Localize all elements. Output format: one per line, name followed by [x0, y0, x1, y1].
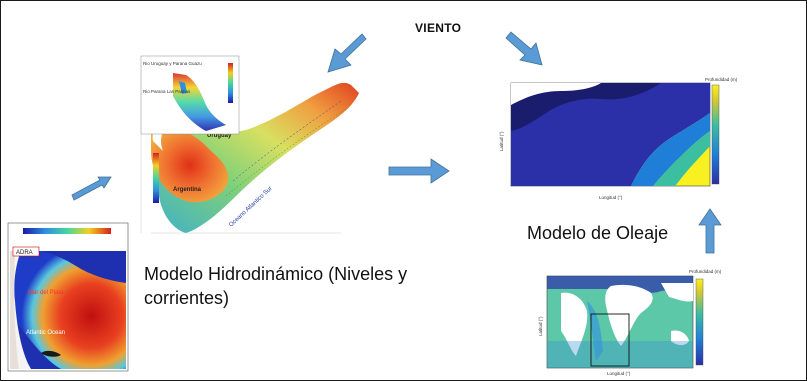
hydro-inset-colorbar: [228, 63, 233, 103]
arrow-left-to-hydro: [71, 176, 112, 201]
wave-map-colorbar: [711, 84, 720, 185]
arrow-wind-to-wave: [505, 31, 543, 66]
left-map-tag: ADRA: [16, 250, 33, 256]
wind-label: VIENTO: [415, 21, 462, 35]
global-map-colorbar: [695, 278, 704, 366]
left-map-place-atlantic: Atlantic Ocean: [26, 330, 65, 336]
global-xlabel: Longitud (°): [607, 371, 631, 376]
wave-model-map: Profundidad (m) Longitud (°) Latitud (°): [499, 77, 739, 200]
hydro-inset-label-2: Rio Parana Las Palmas: [143, 89, 191, 94]
hydro-inset-label-1: Rio Uruguay y Parana Guazu: [143, 61, 202, 66]
global-bathymetry-map: Profundidad (m) Longitud (°) Latitud (°): [538, 269, 727, 377]
wave-colorbar-title: Profundidad (m): [705, 77, 738, 82]
global-map-focus-box: [590, 313, 630, 367]
hydro-label-uruguay: Uruguay: [207, 133, 232, 139]
wave-model-label: Modelo de Oleaje: [527, 223, 669, 243]
arrow-hydro-to-wave: [388, 158, 450, 184]
arrow-wind-to-hydro: [327, 33, 367, 73]
wave-ylabel: Latitud (°): [499, 131, 504, 151]
left-map-colorbar: [23, 228, 111, 234]
hydro-main-colorbar: [153, 153, 159, 203]
global-ylabel: Latitud (°): [538, 316, 543, 336]
wave-xlabel: Longitud (°): [599, 195, 623, 200]
global-colorbar-title: Profundidad (m): [689, 269, 722, 274]
hydro-label-argentina: Argentina: [173, 187, 202, 193]
arrow-global-to-wave: [698, 208, 722, 254]
hydro-model-map: Oceano Atlantico Sur Uruguay Argentina R…: [140, 55, 359, 234]
hydro-model-label: Modelo Hidrodinámico (Niveles y corrient…: [144, 264, 408, 308]
left-bathymetry-map: ADRA Mar del Plata Atlantic Ocean: [7, 222, 129, 372]
left-map-place-mar-del-plata: Mar del Plata: [28, 290, 64, 296]
